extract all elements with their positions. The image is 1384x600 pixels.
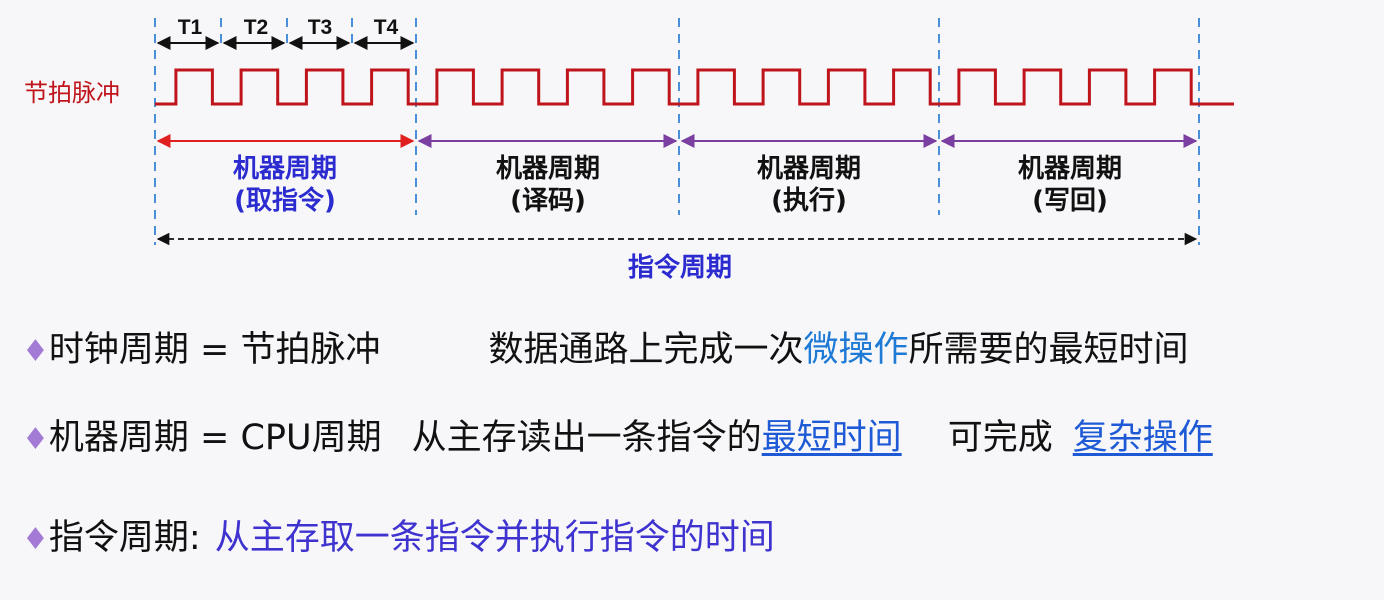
machine-cycle-highlight-complex: 复杂操作 [1072,418,1213,458]
cycle-decode-line1: 机器周期 [496,154,600,184]
clock-cycle-term: 时钟周期 = 节拍脉冲 [48,330,381,370]
pulse-waveform [155,68,1234,106]
instruction-cycle-desc: 从主存取一条指令并执行指令的时间 [214,518,775,558]
pulse-label: 节拍脉冲 [24,79,120,107]
machine-cycle-labels: 机器周期 (取指令) 机器周期 (译码) 机器周期 (执行) 机器周期 (写回) [233,154,1122,216]
diamond-bullet-icon: ♦ [22,522,49,557]
t3-label: T3 [308,16,333,39]
cycle-decode-line2: (译码) [510,186,586,216]
cycle-writeback-line1: 机器周期 [1018,154,1122,184]
diamond-bullet-icon: ♦ [22,334,49,369]
cycle-fetch-line2: (取指令) [234,185,336,216]
t1-label: T1 [178,16,203,39]
t-labels: T1 T2 T3 T4 [178,16,399,39]
cycle-execute-line1: 机器周期 [757,154,861,184]
machine-cycle-desc-mid: 可完成 [947,418,1053,458]
machine-cycle-desc-a: 从主存读出一条指令的 [411,418,762,458]
t2-label: T2 [244,16,269,39]
cycle-execute-line2: (执行) [771,185,847,216]
cycle-fetch-line1: 机器周期 [233,154,337,184]
cycle-writeback-line2: (写回) [1032,186,1108,216]
bullet-instruction-cycle: ♦指令周期: 从主存取一条指令并执行指令的时间 [22,518,775,560]
diamond-bullet-icon: ♦ [22,422,49,457]
instruction-cycle-term: 指令周期: [48,518,201,558]
clock-cycle-desc-b: 所需要的最短时间 [908,330,1189,370]
machine-cycle-highlight-shortest: 最短时间 [761,418,902,458]
bullet-clock-cycle: ♦时钟周期 = 节拍脉冲 数据通路上完成一次微操作所需要的最短时间 [22,330,1189,372]
bullet-machine-cycle: ♦机器周期 = CPU周期从主存读出一条指令的最短时间 可完成复杂操作 [22,418,1213,460]
t4-label: T4 [374,16,399,39]
guide-lines [154,18,1200,245]
cycle-timing-diagram: 节拍脉冲 T1 T2 T3 T4 机器周期 (取指令) 机器周期 (译码) 机器… [24,16,1234,283]
clock-cycle-desc-a: 数据通路上完成一次 [488,330,804,370]
instruction-cycle-label: 指令周期 [628,252,732,283]
machine-cycle-term: 机器周期 = CPU周期 [48,418,382,458]
clock-cycle-highlight: 微操作 [803,330,909,370]
